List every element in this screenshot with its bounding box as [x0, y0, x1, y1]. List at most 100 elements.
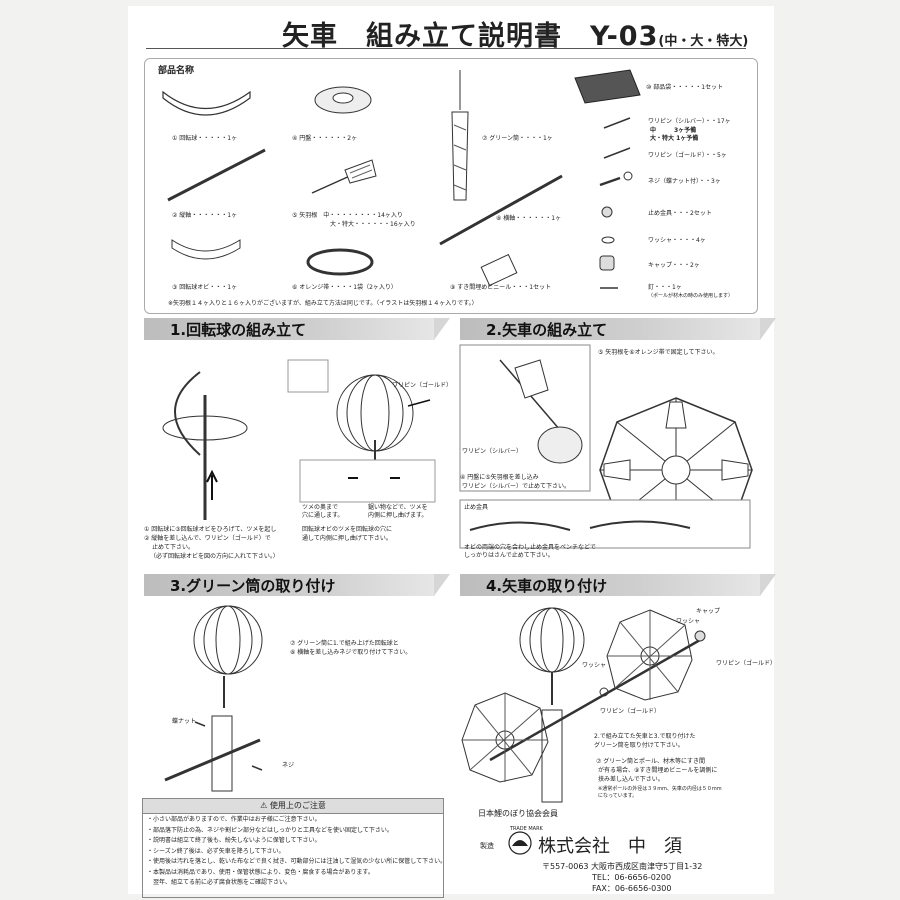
s1-band-note-2: 通して内側に押し曲げて下さい。 — [302, 535, 392, 542]
part-label-5b: 大・特大・・・・・・16ヶ入り — [330, 221, 416, 228]
s1-claw-note-3: 鋸い物などで、ツメを — [368, 504, 428, 511]
s3-step-2: ⑧ 横軸を差し込みネジで取り付けて下さい。 — [290, 649, 412, 656]
s2-step-1: ④ 円盤に⑤矢羽根を差し込み — [460, 474, 539, 481]
gold-pin-icon — [603, 147, 631, 159]
gap-vinyl-part-icon — [480, 253, 518, 287]
s3-step-1: ⑦ グリーン筒に1.で組み上げた回転球と — [290, 640, 399, 647]
title-rule — [146, 48, 746, 49]
caution-line-5: ・使用後は汚れを落とし、乾いた布などで良く拭き、可動部分には注油して湿気の少ない… — [147, 858, 447, 865]
title-main: 矢車 組み立て説明書 Y-03 — [282, 21, 659, 52]
caution-line-6: ・本製品は消耗品であり、使用・保管状態により、変色・腐食する場合があります。 — [147, 868, 374, 876]
part-label-3: ③ 回転球オビ・・・1ヶ — [172, 284, 238, 291]
part-label-8: ⑧ 横軸・・・・・・1ヶ — [496, 215, 562, 222]
caution-line-2: ・部品落下防止の為、ネジや割ピン部分などはしっかりと工具などを使い固定して下さい… — [147, 826, 393, 834]
maker-association: 日本鯉のぼり協会会員 — [478, 809, 558, 818]
part-label-9: ⑨ すき間埋めビニール・・・1セット — [450, 284, 552, 291]
s4-gold-pin-label-2: ワリピン（ゴールド） — [600, 708, 661, 715]
s1-step-1: ① 回転球に③回転球オビをひろげて、ツメを起し — [144, 526, 277, 533]
horizontal-shaft-part-icon — [439, 174, 563, 246]
part-label-10: ⑩ 部品袋・・・・・1セット — [646, 84, 724, 91]
s1-claw-note-4: 内側に押し曲げます。 — [368, 512, 428, 519]
fitting-label: 止め金具・・・2セット — [648, 210, 712, 217]
s2-fix-note: ⑤ 矢羽根を⑥オレンジ帯で固定して下さい。 — [598, 349, 719, 356]
s4-washer-label-1: ワッシャ — [676, 618, 701, 625]
green-tube-part-icon — [451, 70, 469, 201]
s3-wing-nut-label: 蝶ナット — [172, 718, 197, 725]
s4-step2-1: ⑦ グリーン筒とポール、材木等にすき間 — [596, 758, 706, 765]
instruction-sheet — [128, 6, 774, 894]
section-2-header: 2.矢車の組み立て — [460, 318, 776, 340]
title-sub: (中・大・特大) — [658, 34, 749, 49]
washer-icon — [601, 236, 615, 244]
spare-mid-label: 中 3ヶ予備 — [650, 127, 697, 134]
s4-cap-label: キャップ — [696, 608, 721, 615]
s4-step-2: グリーン筒を取り付けて下さい。 — [594, 742, 684, 749]
s4-step-1: 2.で組み立てた矢車と3.で取り付けた — [594, 733, 696, 740]
maker-company: 株式会社 中 須 — [538, 836, 682, 857]
part-label-2: ② 縦軸・・・・・・1ヶ — [172, 212, 238, 219]
page-title: 矢車 組み立て説明書 Y-03(中・大・特大) — [282, 14, 748, 53]
caution-box: ⚠ 使用上のご注意 ・小さい部品がありますので、作業中はお子様にご注意下さい。 … — [142, 798, 447, 898]
section-2-title: 2.矢車の組み立て — [486, 321, 608, 339]
caution-line-4: ・シーズン終了後は、必ず矢車を降ろして下さい。 — [147, 847, 285, 855]
s2-step-2: ワリピン（シルバー）で止めて下さい。 — [462, 483, 571, 490]
arrow-feather-part-icon — [311, 159, 377, 194]
maker-tel: TEL：06-6656-0200 — [592, 873, 672, 882]
cap-icon — [599, 255, 615, 271]
washer-label: ワッシャ・・・・4ヶ — [648, 237, 706, 244]
screw-icon — [599, 176, 621, 187]
caution-title: 使用上のご注意 — [269, 801, 326, 810]
screw-label: ネジ（蝶ナット付）・・3ヶ — [648, 178, 721, 185]
section-1-title: 1.回転球の組み立て — [170, 321, 307, 339]
part-label-4: ④ 円盤・・・・・・2ヶ — [292, 135, 358, 142]
s4-gold-pin-label-1: ワリピン（ゴールド） — [716, 660, 777, 667]
s2-silver-pin-label: ワリピン（シルバー） — [462, 448, 523, 455]
s2-fitting-label: 止め金具 — [464, 504, 489, 511]
maker-fax: FAX：06-6656-0300 — [592, 884, 672, 893]
parts-note: ※矢羽根１４ヶ入りと１６ヶ入りがございますが、組み立て方法は同じです。（イラスト… — [168, 300, 478, 307]
gold-pin-label: ワリピン（ゴールド）・・5ヶ — [648, 152, 727, 159]
orange-band-part-icon — [306, 248, 374, 276]
section-4-title: 4.矢車の取り付け — [486, 577, 608, 595]
caution-line-3: ・説明書は組立て終了後も、紛失しないように保管して下さい。 — [147, 837, 321, 844]
vertical-shaft-part-icon — [167, 148, 266, 202]
caution-line-7: 翌年、組立てる前に必ず腐食状態をご確認下さい。 — [147, 879, 292, 886]
part-label-7: ⑦ グリーン筒・・・・1ヶ — [482, 135, 553, 142]
s4-step2-3: 挟み差し込んで下さい。 — [598, 776, 664, 783]
rotating-ball-part-icon — [162, 90, 251, 116]
section-1-header: 1.回転球の組み立て — [144, 318, 450, 340]
s4-pole-note-2: になっています。 — [598, 793, 638, 799]
s1-step-4: （必ず回転球オビを図の方向に入れて下さい。） — [150, 553, 279, 560]
wheel-right — [606, 609, 693, 701]
caution-line-1: ・小さい部品がありますので、作業中はお子様にご注意下さい。 — [147, 816, 321, 823]
nail-note: （ポールが材木の時のみ使用します） — [648, 293, 734, 299]
s3-screw-label: ネジ — [282, 762, 295, 769]
section-3-title: 3.グリーン筒の取り付け — [170, 577, 336, 595]
spare-large-label: 大・特大 1ヶ予備 — [650, 135, 699, 142]
silver-pin-label: ワリピン（シルバー）・・17ヶ — [648, 118, 731, 125]
parts-bag-icon — [574, 69, 641, 104]
section-4-header: 4.矢車の取り付け — [460, 574, 776, 596]
part-label-1: ① 回転球・・・・・1ヶ — [172, 135, 238, 142]
s1-claw-note-2: 穴に通します。 — [302, 512, 344, 519]
s2-fitting-note-1: オビの両端の穴を合わし止め金具をペンチなどで — [464, 544, 596, 551]
s2-fitting-note-2: しっかりはさんで止めて下さい。 — [464, 552, 554, 559]
s4-step2-2: が有る場合、⑨すき間埋めビニールを調側に — [598, 767, 718, 774]
part-label-5: ⑤ 矢羽根 中・・・・・・・・14ヶ入り — [292, 212, 403, 219]
s4-washer-label-2: ワッシャ — [582, 662, 607, 669]
wheel-left — [461, 692, 549, 783]
maker-address: 〒557-0063 大阪市西成区南津守5丁目1-32 — [542, 862, 703, 871]
s1-step-3: 止めて下さい。 — [152, 544, 195, 551]
s1-claw-note-1: ツメの奥まで — [302, 504, 339, 511]
s1-band-note-1: 回転球オビのツメを回転球の穴に — [302, 526, 393, 533]
s1-gold-pin-label: ワリピン（ゴールド） — [392, 382, 453, 389]
caution-header: ⚠ 使用上のご注意 — [143, 799, 443, 814]
maker-made-by: 製造 — [480, 842, 494, 850]
part-label-6: ⑥ オレンジ帯・・・・1袋（2ヶ入り） — [292, 284, 397, 291]
parts-box — [144, 58, 758, 314]
